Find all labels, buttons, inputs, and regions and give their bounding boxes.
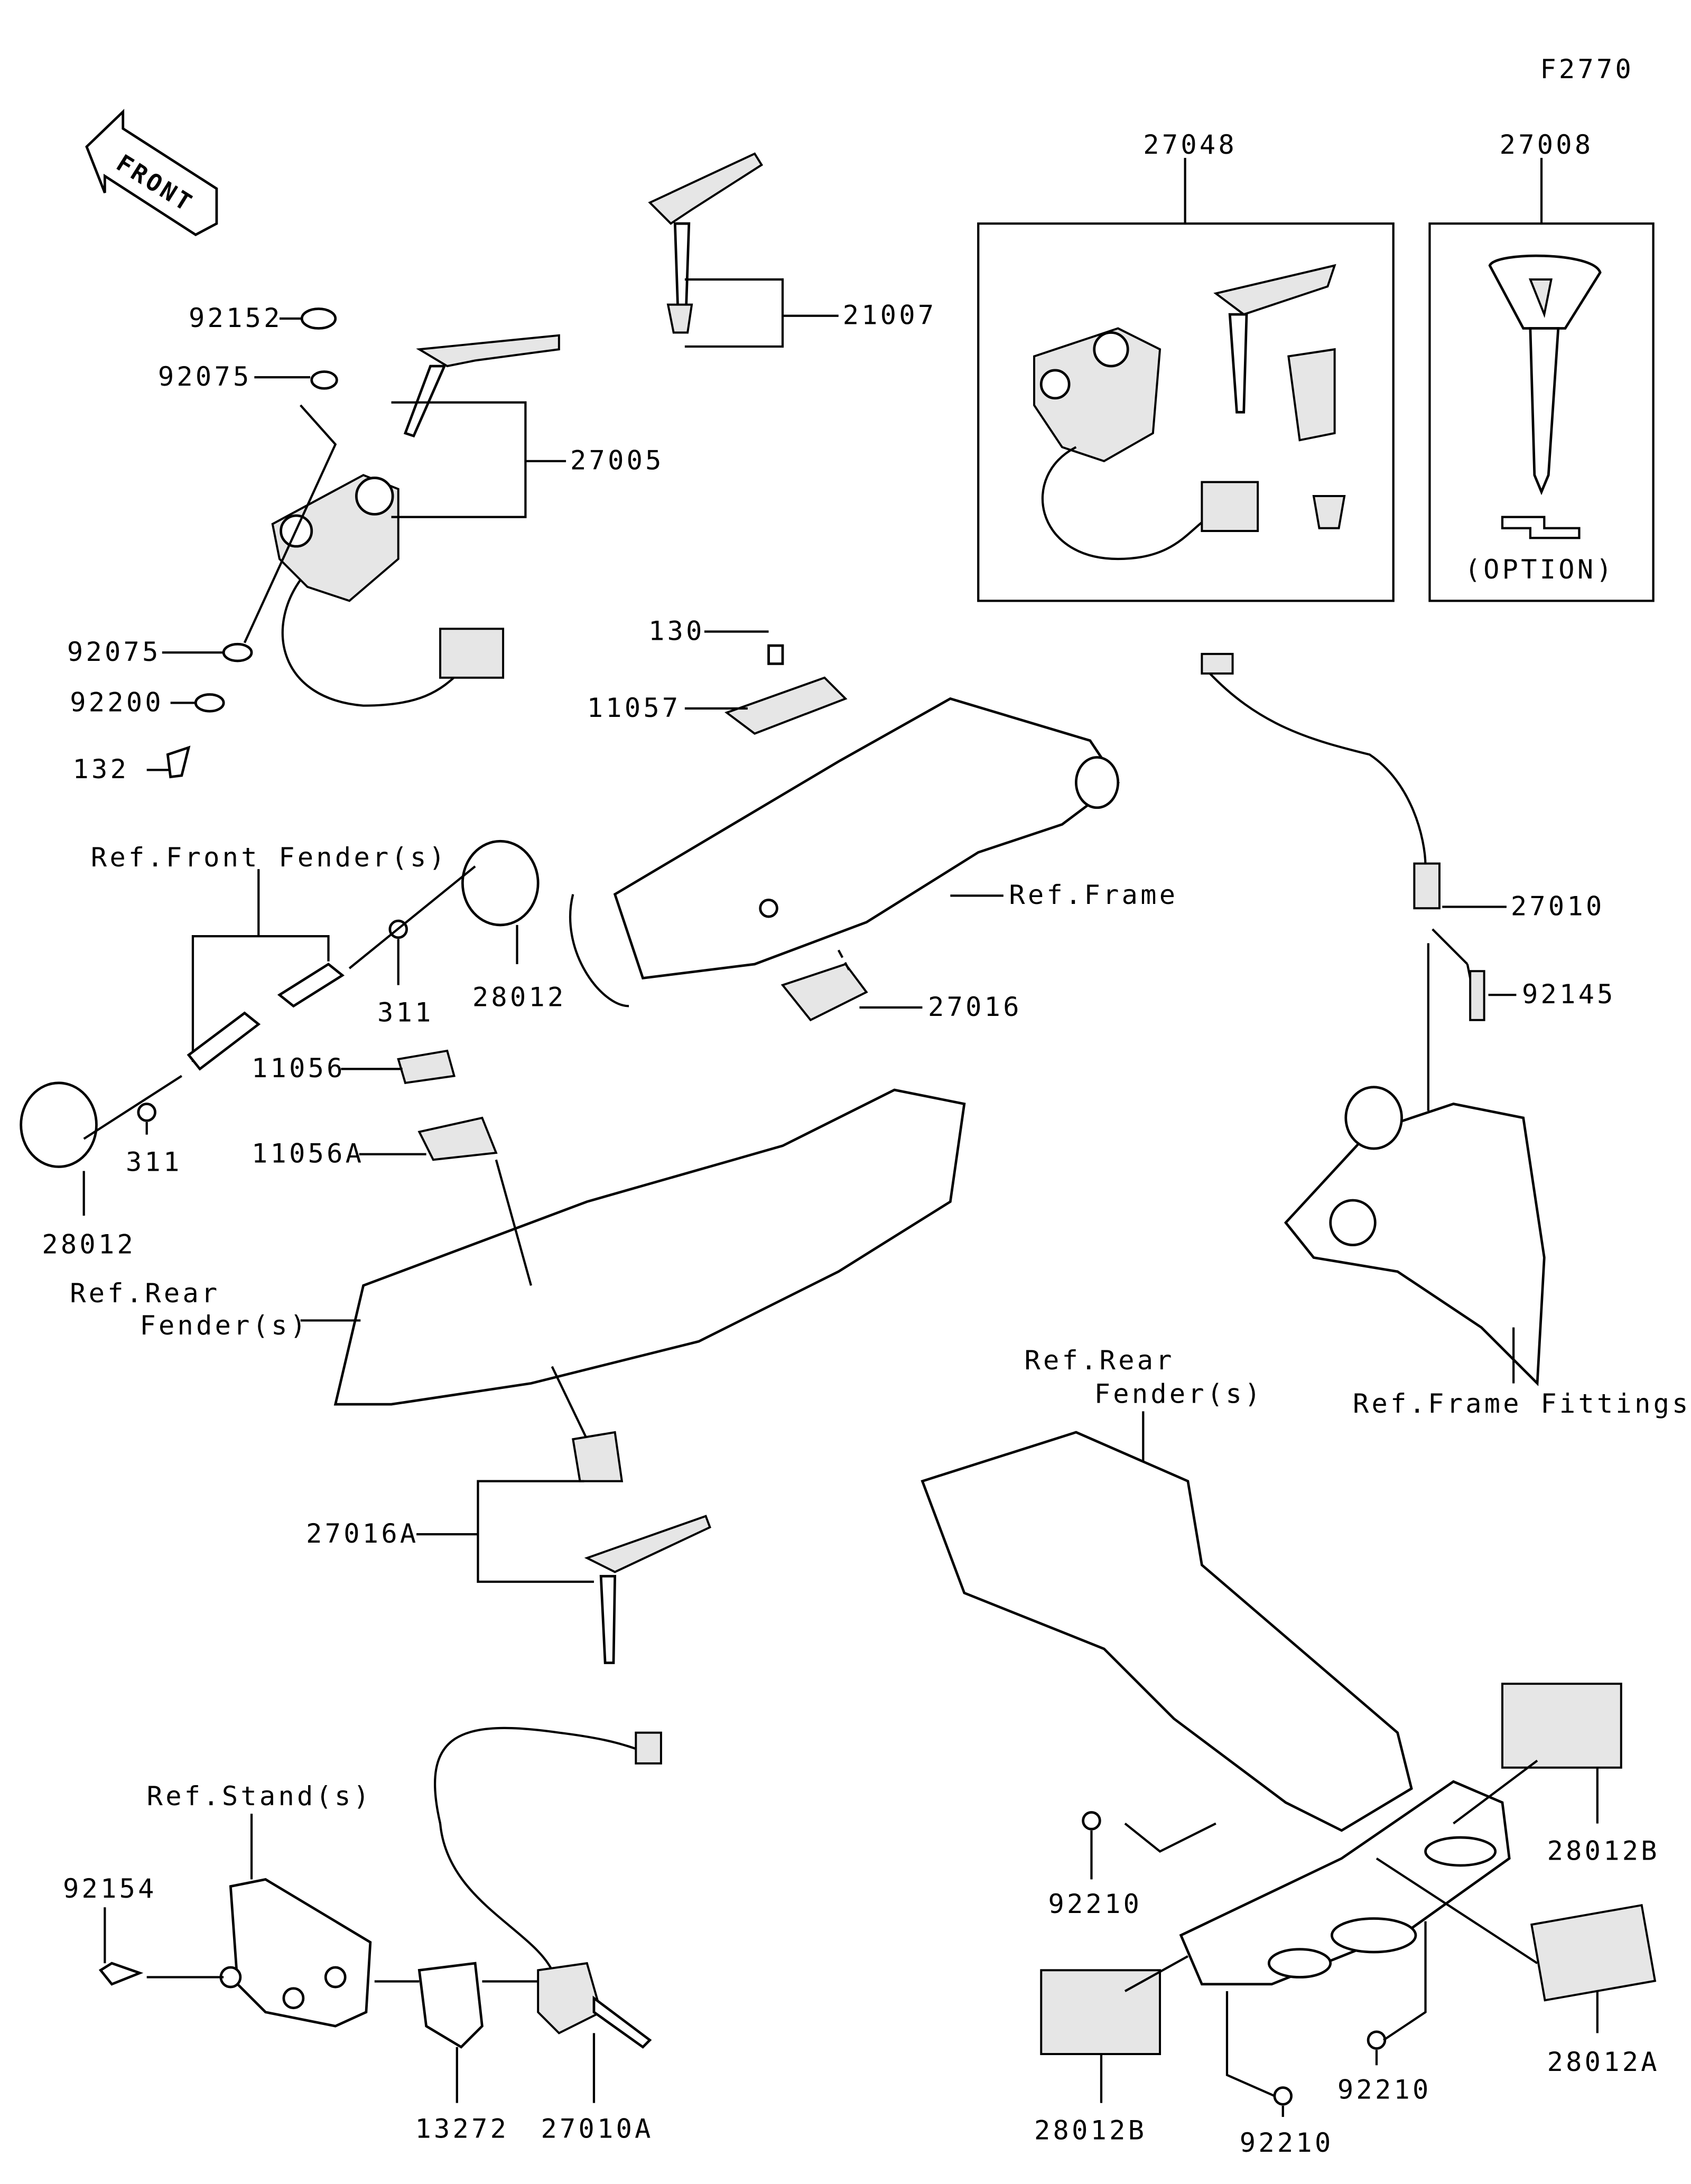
rear-fender-extension-part xyxy=(921,1431,1413,1832)
part-label: 28012A xyxy=(1547,2046,1660,2077)
bracket-part xyxy=(417,1116,498,1161)
part-label: 92210 xyxy=(1240,2127,1334,2158)
part-label: 28012B xyxy=(1034,2114,1147,2145)
part-label: 27005 xyxy=(570,445,664,476)
part-label: 11056A xyxy=(252,1138,364,1169)
ref-label[interactable]: Ref.Front Fender(s) xyxy=(91,842,448,873)
part-label: 28012 xyxy=(42,1228,136,1259)
part-label: 92154 xyxy=(63,1873,157,1904)
plate-part xyxy=(417,1962,484,2049)
ignition-switch-part xyxy=(166,307,560,779)
part-label: 11056 xyxy=(252,1052,346,1084)
stand-bracket-part xyxy=(229,1878,372,2028)
stop-switch-part xyxy=(1413,862,1441,910)
ref-label[interactable]: Ref.Frame xyxy=(1009,879,1178,910)
frame-part xyxy=(569,644,1120,1022)
reflector-part xyxy=(20,839,540,1168)
license-bracket-part xyxy=(1179,1780,1511,1986)
diagram-code: F2770 xyxy=(1540,53,1634,85)
part-label: 92210 xyxy=(1337,2074,1432,2105)
reflector-part xyxy=(1530,1903,1657,2002)
part-label: 311 xyxy=(126,1146,182,1177)
frame-fittings-part xyxy=(1284,1103,1546,1386)
part-label: 28012B xyxy=(1547,1835,1660,1866)
bracket-part xyxy=(397,1049,456,1085)
reflector-part xyxy=(1501,1683,1622,1769)
ref-label[interactable]: Ref.Rear xyxy=(1025,1345,1175,1376)
ignition-switch-kit-part xyxy=(1033,264,1346,561)
front-arrow-icon: FRONT xyxy=(85,109,218,237)
ref-label[interactable]: Ref.Frame Fittings xyxy=(1353,1388,1691,1419)
part-label: 13272 xyxy=(415,2113,509,2144)
part-label: 21007 xyxy=(843,300,937,331)
part-label: 92075 xyxy=(67,636,161,667)
part-label: 27016 xyxy=(928,991,1022,1022)
part-label: 27048 xyxy=(1143,129,1237,160)
ref-label[interactable]: Fender(s) xyxy=(1094,1378,1263,1409)
part-label: 92152 xyxy=(189,302,283,333)
part-label: 27008 xyxy=(1500,129,1594,160)
key-blank-part xyxy=(1488,254,1602,539)
part-label: 92145 xyxy=(1522,978,1616,1010)
part-label: 130 xyxy=(648,615,705,646)
part-label: 132 xyxy=(73,753,129,785)
part-label: 27016A xyxy=(306,1518,419,1549)
cable-part xyxy=(1204,667,1427,866)
ref-label[interactable]: Fender(s) xyxy=(140,1310,309,1341)
ref-label[interactable]: Ref.Stand(s) xyxy=(147,1780,372,1812)
part-label: 92210 xyxy=(1048,1888,1142,1919)
part-label: 92075 xyxy=(158,361,252,392)
part-label: 92200 xyxy=(70,686,164,717)
rear-fender-part xyxy=(333,1088,966,1406)
part-label: 11057 xyxy=(587,692,681,723)
ref-label[interactable]: Ref.Rear xyxy=(70,1277,220,1309)
part-label: 311 xyxy=(377,996,434,1028)
cable-part xyxy=(434,1726,651,1971)
side-stand-switch-part xyxy=(537,1962,602,2034)
key-set-part xyxy=(648,152,764,334)
lock-part xyxy=(572,1431,624,1482)
part-label: 28012 xyxy=(472,981,566,1012)
part-label: 27010 xyxy=(1511,890,1605,921)
part-label: 27010A xyxy=(541,2113,653,2144)
key-set-part xyxy=(584,1515,711,1573)
bolt-part xyxy=(98,1962,144,1986)
option-note: (OPTION) xyxy=(1465,554,1615,585)
